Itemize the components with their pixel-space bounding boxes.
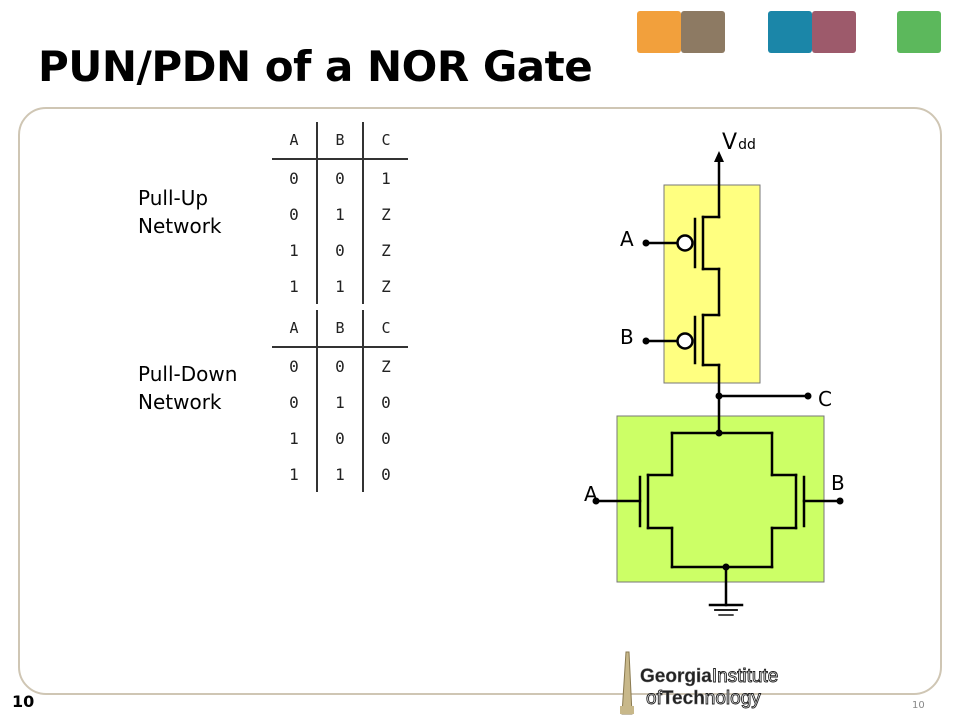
logo-tower-base — [620, 706, 634, 714]
pmos-a-bubble-icon — [676, 234, 694, 252]
pmos-b-bubble-icon — [676, 332, 694, 350]
logo-line-2b: Tech — [662, 688, 705, 709]
pull-up-truth-table: A B C 0 0 1 0 1 Z 1 0 Z 1 1 Z — [272, 122, 408, 304]
table-header-b: B — [317, 310, 364, 348]
page-number-small: 10 — [912, 700, 925, 711]
table-cell: 0 — [381, 464, 391, 484]
table-header-row: A B C — [272, 310, 408, 348]
pun-input-a-label: A — [620, 227, 634, 251]
vdd-label-sub: dd — [738, 137, 756, 153]
vdd-label: Vdd — [722, 130, 756, 155]
header-square-photo-chip — [812, 11, 856, 53]
table-cell: 0 — [272, 384, 318, 420]
pull-down-label-line1: Pull-Down — [138, 362, 238, 386]
header-square-photo-building — [681, 11, 725, 53]
table-row: 0 1 Z — [272, 196, 408, 232]
content-frame — [18, 107, 942, 695]
page-title: PUN/PDN of a NOR Gate — [38, 42, 593, 91]
table-cell: 1 — [317, 196, 364, 232]
pull-up-network-label: Pull-Up Network — [138, 184, 222, 240]
pdn-input-a-label: A — [584, 482, 598, 506]
page-number: 10 — [12, 692, 35, 711]
table-row: 0 0 Z — [272, 347, 408, 384]
table-cell: Z — [381, 204, 391, 224]
table-cell: 0 — [317, 232, 364, 268]
table-header-c: C — [363, 310, 408, 348]
table-header-a: A — [272, 122, 318, 160]
pdn-input-b-label: B — [831, 471, 845, 495]
table-cell: Z — [381, 356, 391, 376]
table-row: 1 1 0 — [272, 456, 408, 492]
table-cell: 1 — [317, 456, 364, 492]
table-cell: 1 — [272, 456, 318, 492]
pull-down-label-line2: Network — [138, 390, 222, 414]
logo-line-1a: Georgia — [640, 666, 712, 687]
table-row: 1 0 Z — [272, 232, 408, 268]
pun-input-b-terminal — [642, 337, 650, 345]
logo-tower-icon — [621, 651, 633, 715]
output-c-terminal — [804, 392, 812, 400]
table-cell: 0 — [317, 159, 364, 196]
table-cell: 1 — [272, 268, 318, 304]
pull-down-network-label: Pull-Down Network — [138, 360, 237, 416]
vdd-label-main: V — [722, 130, 737, 155]
pull-up-label-line2: Network — [138, 214, 222, 238]
logo-line-2: ofTechnology — [646, 688, 761, 709]
pun-box — [663, 184, 761, 384]
output-c-label: C — [818, 387, 832, 411]
table-cell: 0 — [272, 196, 318, 232]
table-cell: Z — [381, 240, 391, 260]
table-cell: 1 — [381, 168, 391, 188]
table-cell: 0 — [317, 420, 364, 456]
table-header-c: C — [363, 122, 408, 160]
table-row: 1 0 0 — [272, 420, 408, 456]
table-cell: 1 — [272, 232, 318, 268]
table-row: 1 1 Z — [272, 268, 408, 304]
logo-line-1: GeorgiaInstitute — [640, 666, 778, 687]
pdn-top-junction-dot — [715, 429, 723, 437]
header-square-green — [897, 11, 941, 53]
logo-line-1b: Institute — [712, 666, 779, 687]
table-header-b: B — [317, 122, 364, 160]
pun-input-a-terminal — [642, 239, 650, 247]
table-row: 0 1 0 — [272, 384, 408, 420]
table-cell: 0 — [317, 347, 364, 384]
pdn-box — [616, 415, 825, 583]
georgia-tech-logo: GeorgiaInstitute ofTechnology — [620, 651, 779, 715]
logo-line-2c: nology — [705, 688, 761, 709]
table-cell: 0 — [381, 428, 391, 448]
table-cell: 0 — [272, 159, 318, 196]
header-square-orange — [637, 11, 681, 53]
pdn-bottom-junction-dot — [722, 563, 730, 571]
header-square-teal — [768, 11, 812, 53]
nor-gate-schematic: Vdd A B C A B — [584, 130, 845, 616]
table-cell: 0 — [272, 347, 318, 384]
pun-input-b-label: B — [620, 325, 634, 349]
table-cell: 1 — [272, 420, 318, 456]
output-junction-dot — [715, 392, 723, 400]
pdn-input-a-terminal — [592, 497, 600, 505]
pull-up-label-line1: Pull-Up — [138, 186, 209, 210]
vdd-arrow-icon — [714, 151, 724, 162]
pull-down-truth-table: A B C 0 0 Z 0 1 0 1 0 0 1 1 0 — [272, 310, 408, 492]
table-header-row: A B C — [272, 122, 408, 160]
logo-line-2a: of — [646, 688, 663, 709]
table-cell: Z — [381, 276, 391, 296]
table-row: 0 0 1 — [272, 159, 408, 196]
table-header-a: A — [272, 310, 318, 348]
table-cell: 1 — [317, 268, 364, 304]
table-cell: 0 — [381, 392, 391, 412]
table-cell: 1 — [317, 384, 364, 420]
pdn-input-b-terminal — [836, 497, 844, 505]
